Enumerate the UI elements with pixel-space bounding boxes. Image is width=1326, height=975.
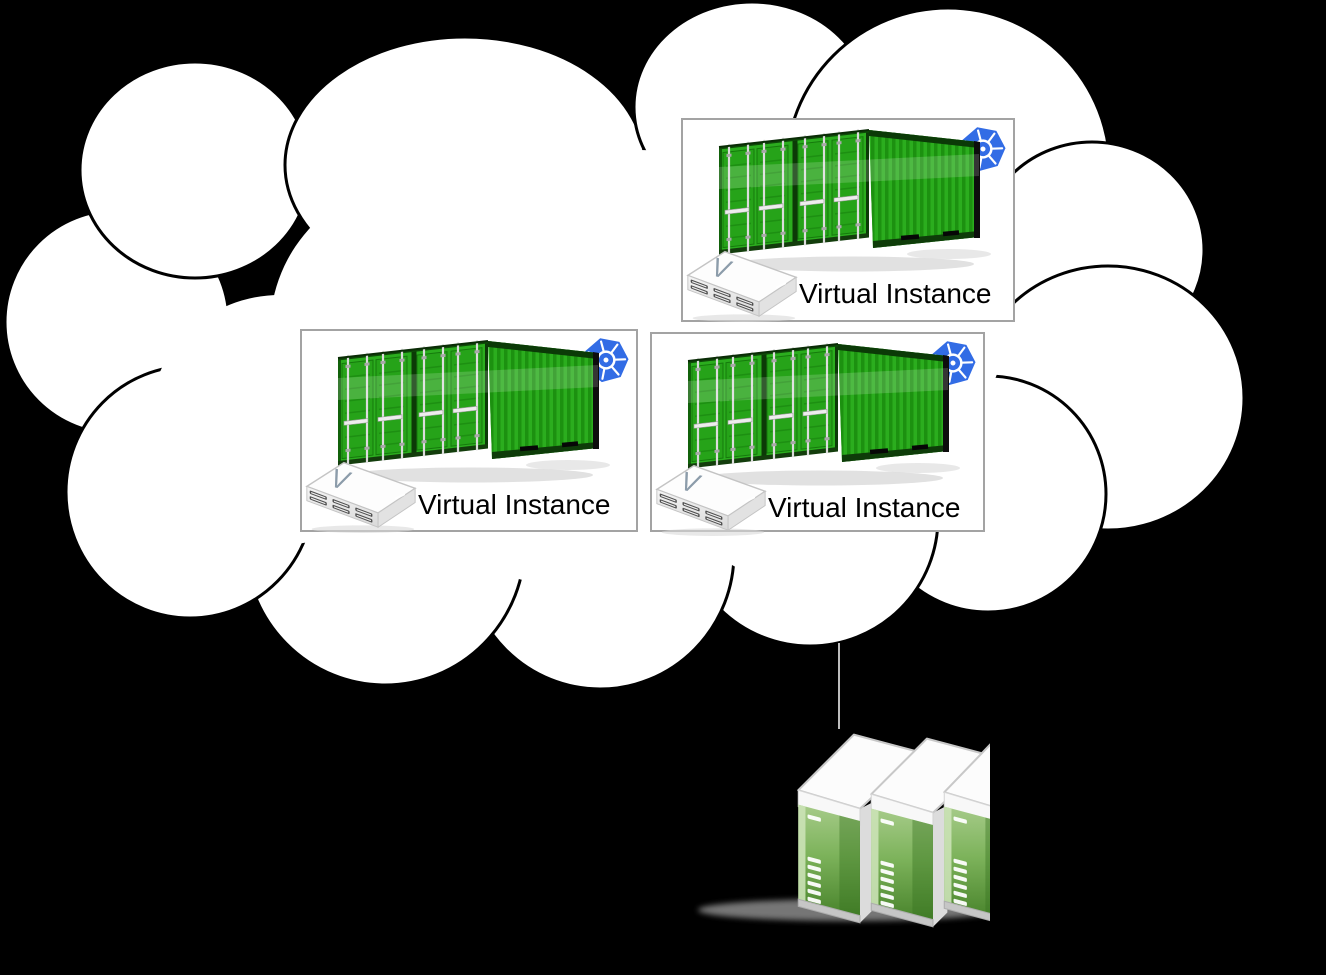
hypervisor-icon bbox=[685, 244, 799, 322]
vm-label: Virtual Instance bbox=[768, 492, 961, 523]
virtual-instance-card-2: Virtual Instance bbox=[300, 329, 638, 532]
physical-servers-image bbox=[698, 710, 990, 928]
virtual-instance-card-1: Virtual Instance bbox=[681, 118, 1015, 322]
vm-label: Virtual Instance bbox=[418, 489, 611, 520]
vm-label: Virtual Instance bbox=[799, 278, 992, 309]
hypervisor-icon bbox=[654, 458, 768, 536]
virtual-instance-card-3: Virtual Instance bbox=[650, 332, 985, 532]
cloud-to-servers-connector-line bbox=[838, 643, 840, 729]
hypervisor-icon bbox=[304, 455, 418, 533]
